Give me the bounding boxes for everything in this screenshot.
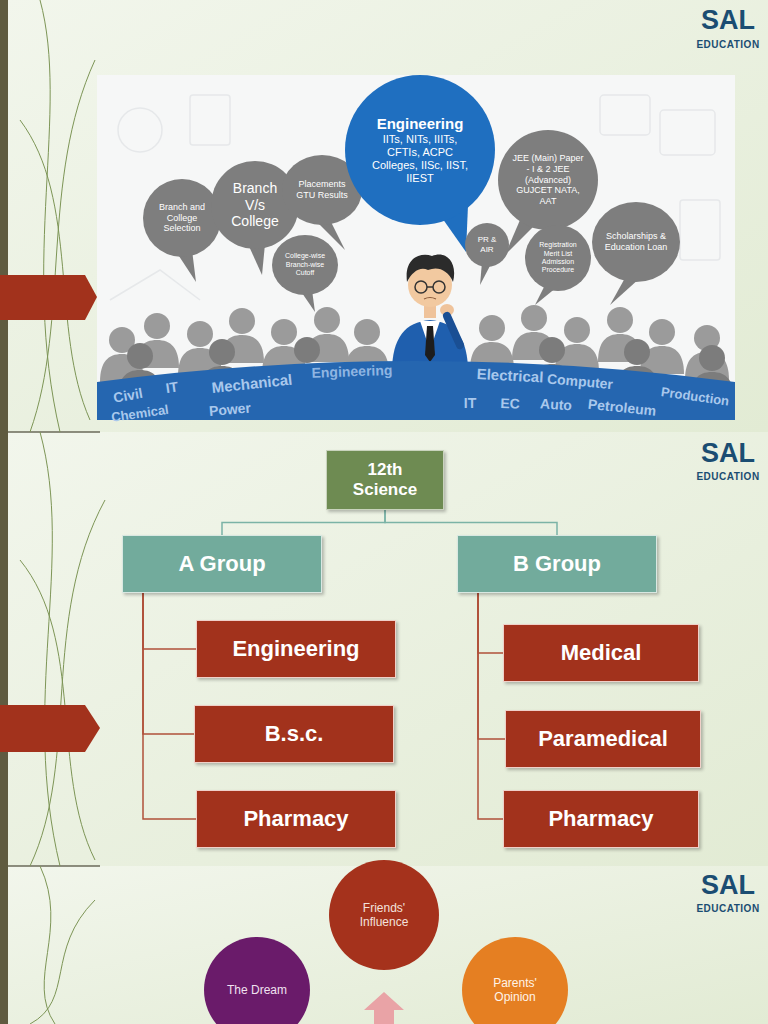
speech-bubble: College-wise Branch-wise Cutoff xyxy=(272,235,338,295)
illustration-panel xyxy=(97,75,735,420)
node-text-group: Medical xyxy=(511,640,691,666)
branch-band xyxy=(97,361,735,420)
logo-subtext: EDUCATION xyxy=(696,903,759,914)
node-text-group: Engineering xyxy=(204,636,388,662)
node-text: Registration Merit List Admission Proced… xyxy=(534,241,582,275)
branch-word: Engineering xyxy=(311,363,392,381)
slide-panel xyxy=(0,432,768,866)
influence-circle: Friends' Influence xyxy=(329,860,439,970)
highlight-bubble: EngineeringIITs, NITs, IIITs, CFTIs, ACP… xyxy=(345,75,495,225)
tree-connector xyxy=(143,593,196,819)
tree-connector xyxy=(222,510,385,535)
node-text: Pharmacy xyxy=(204,806,388,832)
node-text-group: The Dream xyxy=(219,983,295,997)
speech-bubble: Registration Merit List Admission Proced… xyxy=(525,225,591,291)
group-box: A Group xyxy=(122,535,322,593)
node-text: Scholarships & Education Loan xyxy=(604,231,667,253)
logo-text: SAL xyxy=(701,6,755,36)
node-text-group: A Group xyxy=(130,551,314,577)
node-text: PR & AIR xyxy=(471,235,503,254)
node-text-group: JEE (Main) Paper - I & 2 JEE (Advanced) … xyxy=(512,153,584,207)
course-box: Medical xyxy=(503,624,699,682)
node-text: Pharmacy xyxy=(511,806,691,832)
arrow-tab xyxy=(0,275,97,320)
arrow-tab xyxy=(0,705,100,752)
node-text: B Group xyxy=(465,551,649,577)
branch-word: Electrical xyxy=(476,366,543,386)
node-text-group: Registration Merit List Admission Proced… xyxy=(534,241,582,275)
node-text-group: Placements GTU Results xyxy=(293,179,351,201)
tree-connector xyxy=(143,593,194,734)
node-text: Paramedical xyxy=(513,726,693,752)
node-text-group: Friends' Influence xyxy=(344,901,423,930)
node-text-group: Pharmacy xyxy=(511,806,691,832)
node-text-group: PR & AIR xyxy=(471,235,503,254)
node-text-group: Pharmacy xyxy=(204,806,388,832)
node-text: Medical xyxy=(511,640,691,666)
decor-curves xyxy=(20,0,105,1024)
node-text-group: Parents' Opinion xyxy=(477,976,553,1005)
node-text: 12th Science xyxy=(334,460,436,501)
course-box: Engineering xyxy=(196,620,396,678)
group-box: B Group xyxy=(457,535,657,593)
course-box: Pharmacy xyxy=(196,790,396,848)
node-text: Branch and College Selection xyxy=(154,202,210,234)
node-text: JEE (Main) Paper - I & 2 JEE (Advanced) … xyxy=(512,153,584,207)
slide-divider xyxy=(0,865,100,867)
node-text-group: College-wise Branch-wise Cutoff xyxy=(281,252,329,277)
speech-bubble: PR & AIR xyxy=(465,223,509,267)
node-text-group: Scholarships & Education Loan xyxy=(604,231,667,253)
tree-connector xyxy=(478,593,503,819)
course-box: Pharmacy xyxy=(503,790,699,848)
node-text: Parents' Opinion xyxy=(477,976,553,1005)
node-text: B.s.c. xyxy=(202,721,386,747)
branch-word: Auto xyxy=(540,396,573,414)
tree-connector xyxy=(143,593,196,649)
influence-circle: The Dream xyxy=(204,937,310,1024)
branch-word: IT xyxy=(464,396,476,411)
node-text: The Dream xyxy=(219,983,295,997)
root-box: 12th Science xyxy=(326,450,444,510)
side-strip xyxy=(0,0,8,1024)
node-text-group: B Group xyxy=(465,551,649,577)
logo-text: SAL xyxy=(701,871,755,901)
node-text-group: B.s.c. xyxy=(202,721,386,747)
node-text-group: Paramedical xyxy=(513,726,693,752)
logo-text: SAL xyxy=(701,439,755,469)
node-text: A Group xyxy=(130,551,314,577)
logo-subtext: EDUCATION xyxy=(696,471,759,482)
node-text: Branch V/s College xyxy=(223,180,286,230)
course-box: B.s.c. xyxy=(194,705,394,763)
node-text: Engineering xyxy=(366,115,474,133)
node-text: Engineering xyxy=(204,636,388,662)
branch-word: EC xyxy=(500,396,520,412)
influence-circle: Parents' Opinion xyxy=(462,937,568,1024)
slide-panel xyxy=(0,0,768,432)
node-text: Placements GTU Results xyxy=(293,179,351,201)
slide-divider xyxy=(0,431,100,433)
node-text: Friends' Influence xyxy=(344,901,423,930)
tree-connector xyxy=(478,593,505,739)
tree-connector xyxy=(478,593,503,653)
speech-bubble: Scholarships & Education Loan xyxy=(592,202,680,282)
node-text-group: EngineeringIITs, NITs, IIITs, CFTIs, ACP… xyxy=(366,115,474,186)
node-text-group: Branch and College Selection xyxy=(154,202,210,234)
worried-student xyxy=(392,254,468,372)
node-text-group: Branch V/s College xyxy=(223,180,286,230)
up-arrow xyxy=(364,992,404,1024)
branch-word: IT xyxy=(165,380,179,397)
logo-subtext: EDUCATION xyxy=(696,39,759,50)
node-text: IITs, NITs, IIITs, CFTIs, ACPC Colleges,… xyxy=(366,133,474,186)
node-text: College-wise Branch-wise Cutoff xyxy=(281,252,329,277)
node-text-group: 12th Science xyxy=(334,460,436,501)
tree-connector xyxy=(385,510,557,535)
speech-bubble: JEE (Main) Paper - I & 2 JEE (Advanced) … xyxy=(498,130,598,230)
course-box: Paramedical xyxy=(505,710,701,768)
speech-bubble: Branch and College Selection xyxy=(143,179,221,257)
